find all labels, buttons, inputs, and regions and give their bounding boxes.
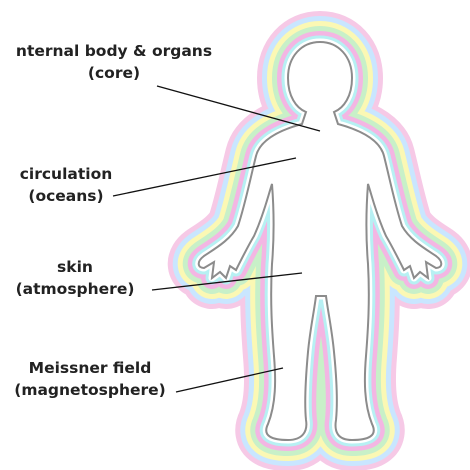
label-oceans-line2: (oceans)	[0, 185, 136, 207]
label-core: nternal body & organs (core)	[0, 40, 244, 85]
label-atmosphere-line1: skin	[0, 256, 150, 278]
label-core-line1: nternal body & organs	[0, 40, 244, 62]
label-atmosphere: skin (atmosphere)	[0, 256, 150, 301]
label-core-line2: (core)	[0, 62, 244, 84]
label-magnetosphere: Meissner field (magnetosphere)	[0, 357, 180, 402]
label-atmosphere-line2: (atmosphere)	[0, 278, 150, 300]
label-oceans: circulation (oceans)	[0, 163, 136, 208]
label-oceans-line1: circulation	[0, 163, 136, 185]
label-magnetosphere-line2: (magnetosphere)	[0, 379, 180, 401]
label-magnetosphere-line1: Meissner field	[0, 357, 180, 379]
